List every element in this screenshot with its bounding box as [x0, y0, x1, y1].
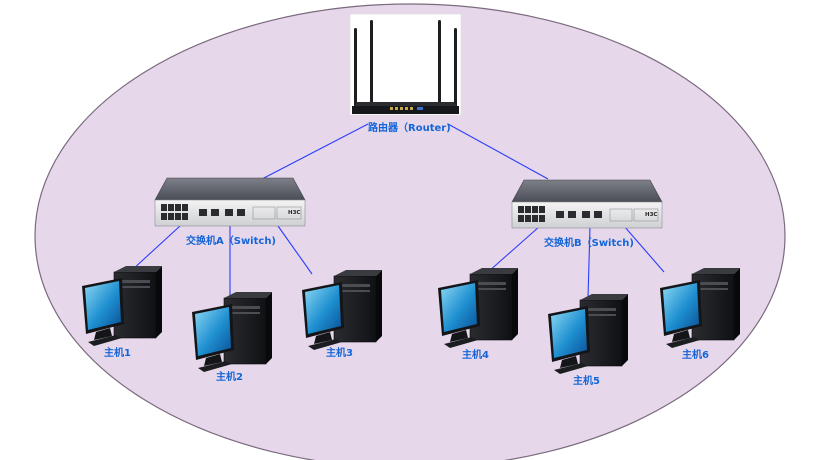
link-switch-a-host1 — [131, 225, 181, 271]
host-3-computer-icon — [302, 270, 382, 350]
switch-a-icon — [154, 177, 306, 227]
host-4-label: 主机4 — [462, 350, 489, 361]
host-2-computer-icon — [192, 292, 272, 372]
switch-b-icon — [511, 179, 663, 229]
switch-a-label: 交换机A（Switch) — [186, 236, 277, 247]
host-5-label: 主机5 — [573, 376, 600, 387]
link-switch-b-host4 — [487, 225, 541, 273]
link-switch-b-host5 — [587, 225, 591, 299]
router-icon — [349, 13, 462, 116]
switch-a-brand-text: H3C — [288, 210, 300, 216]
link-router-switch-b — [447, 123, 549, 180]
switch-b-label: 交换机B（Switch) — [544, 238, 634, 249]
host-1-label: 主机1 — [104, 348, 131, 359]
host-6-label: 主机6 — [682, 350, 709, 361]
host-5-computer-icon — [548, 294, 628, 374]
link-router-switch-a — [261, 123, 369, 180]
host-1-computer-icon — [82, 266, 162, 346]
host-6-computer-icon — [660, 268, 740, 348]
host-3-label: 主机3 — [326, 348, 353, 359]
link-switch-a-host3 — [277, 225, 313, 275]
router-label: 路由器（Router) — [368, 123, 451, 134]
switch-b-brand-text: H3C — [645, 212, 657, 218]
network-links — [131, 123, 665, 299]
link-switch-b-host6 — [623, 225, 665, 273]
host-4-computer-icon — [438, 268, 518, 348]
host-2-label: 主机2 — [216, 372, 243, 383]
